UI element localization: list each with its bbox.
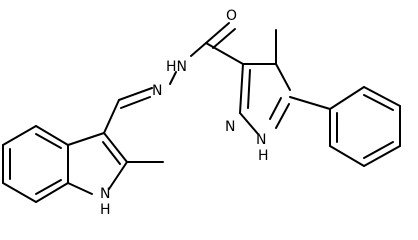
pyrazole-h-label: H (258, 148, 269, 164)
oxygen-label: O (226, 8, 237, 24)
indole-nh-label: N (100, 186, 110, 202)
chemical-structure-diagram: O HN N N N H N H (2, 8, 401, 218)
carbonyl-group (205, 22, 244, 65)
pyrazole-nh-label: N (256, 132, 266, 148)
pyrazole-ring (239, 29, 291, 135)
amide-nh-label: HN (166, 59, 187, 75)
pyrazole-n-label: N (225, 119, 235, 135)
phenyl-ring (289, 86, 401, 167)
indole-pyrrole-ring (67, 132, 164, 195)
imine-n-label: N (152, 83, 162, 99)
indole-benzene-ring (2, 125, 69, 203)
indole-h-label: H (100, 202, 111, 218)
hydrazone-linker (103, 42, 207, 134)
